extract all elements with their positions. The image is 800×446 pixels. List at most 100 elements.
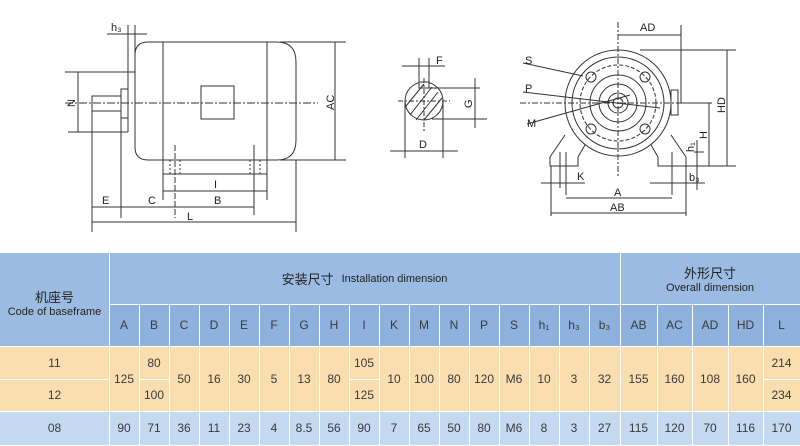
cell-08-E: 23: [229, 411, 259, 445]
cell-11-B: 80: [139, 346, 169, 379]
cell-11-12-F: 5: [259, 346, 289, 411]
row-code-12: 12: [0, 379, 109, 411]
label-AC: AC: [325, 95, 337, 110]
grid-line: [0, 379, 109, 380]
grid-line: [763, 379, 800, 380]
dimension-table: 机座号 Code of baseframe 安装尺寸 Installation …: [0, 253, 800, 445]
cell-08-b3: 27: [589, 411, 620, 445]
cell-11-12-h3: 3: [559, 346, 589, 411]
column-header-AD: AD: [692, 304, 728, 346]
column-header-h3: h₃: [559, 304, 589, 346]
grid-line: [469, 304, 470, 445]
grid-line: [199, 304, 200, 445]
grid-line: [620, 253, 621, 445]
label-S: S: [525, 55, 532, 67]
cell-11-12-AD: 108: [692, 346, 728, 411]
installation-header: 安装尺寸 Installation dimension: [109, 253, 620, 304]
cell-08-HD: 116: [728, 411, 763, 445]
grid-line: [349, 379, 379, 380]
row-code-11: 11: [0, 346, 109, 379]
grid-line: [559, 304, 560, 445]
column-header-h1: h₁: [529, 304, 559, 346]
code-header: 机座号 Code of baseframe: [0, 253, 109, 346]
cell-12-B: 100: [139, 379, 169, 411]
label-G: G: [463, 99, 475, 108]
label-I: I: [214, 179, 217, 191]
label-h3: h₃: [111, 22, 122, 34]
column-header-HD: HD: [728, 304, 763, 346]
column-header-C: C: [169, 304, 199, 346]
cell-08-B: 71: [139, 411, 169, 445]
label-F: F: [436, 55, 443, 67]
column-header-AB: AB: [620, 304, 657, 346]
grid-line: [289, 304, 290, 445]
installation-header-en: Installation dimension: [341, 272, 448, 285]
column-header-F: F: [259, 304, 289, 346]
cell-08-M: 65: [409, 411, 439, 445]
label-b3: b₃: [689, 172, 700, 184]
cell-08-P: 80: [469, 411, 499, 445]
grid-line: [409, 304, 410, 445]
column-header-A: A: [109, 304, 139, 346]
cell-11-12-K: 10: [379, 346, 409, 411]
cell-11-12-HD: 160: [728, 346, 763, 411]
cell-11-12-N: 80: [439, 346, 469, 411]
grid-line: [349, 304, 350, 445]
label-L: L: [187, 211, 193, 223]
grid-line: [319, 304, 320, 445]
cell-08-AC: 120: [657, 411, 692, 445]
grid-line: [657, 304, 658, 445]
grid-line: [379, 304, 380, 445]
row-code-08: 08: [0, 411, 109, 445]
label-H: H: [698, 131, 710, 139]
cell-08-F: 4: [259, 411, 289, 445]
cell-11-I: 105: [349, 346, 379, 379]
grid-line: [728, 304, 729, 445]
column-header-L: L: [763, 304, 800, 346]
label-B: B: [214, 195, 221, 207]
grid-line: [109, 304, 800, 305]
overall-header-cn: 外形尺寸: [683, 266, 736, 281]
grid-line: [589, 304, 590, 445]
cell-08-S: M6: [499, 411, 529, 445]
grid-line: [139, 379, 169, 380]
label-h1: h₁: [685, 142, 697, 152]
cell-08-G: 8.5: [289, 411, 319, 445]
column-header-S: S: [499, 304, 529, 346]
column-header-N: N: [439, 304, 469, 346]
column-header-E: E: [229, 304, 259, 346]
column-header-M: M: [409, 304, 439, 346]
label-K: K: [577, 171, 585, 183]
cell-08-C: 36: [169, 411, 199, 445]
cell-08-H: 56: [319, 411, 349, 445]
cell-11-12-D: 16: [199, 346, 229, 411]
grid-line: [439, 304, 440, 445]
cell-11-12-C: 50: [169, 346, 199, 411]
cell-08-K: 7: [379, 411, 409, 445]
cell-11-12-b3: 32: [589, 346, 620, 411]
label-AD: AD: [640, 22, 655, 34]
cell-08-A: 90: [109, 411, 139, 445]
label-D: D: [419, 139, 427, 151]
grid-line: [0, 411, 800, 412]
label-M: M: [527, 118, 536, 130]
grid-line: [692, 304, 693, 445]
cell-08-D: 11: [199, 411, 229, 445]
cell-11-12-G: 13: [289, 346, 319, 411]
column-header-B: B: [139, 304, 169, 346]
cell-11-12-h1: 10: [529, 346, 559, 411]
cell-11-12-M: 100: [409, 346, 439, 411]
side-view-drawing: [65, 25, 346, 232]
cell-08-AB: 115: [620, 411, 657, 445]
grid-line: [169, 304, 170, 445]
label-HD: HD: [716, 97, 728, 113]
cell-11-12-AC: 160: [657, 346, 692, 411]
column-header-P: P: [469, 304, 499, 346]
column-header-D: D: [199, 304, 229, 346]
grid-line: [529, 304, 530, 445]
front-view-drawing: [520, 22, 736, 216]
grid-line: [259, 304, 260, 445]
cell-08-L: 170: [763, 411, 800, 445]
installation-header-cn: 安装尺寸: [281, 272, 334, 287]
cell-08-AD: 70: [692, 411, 728, 445]
